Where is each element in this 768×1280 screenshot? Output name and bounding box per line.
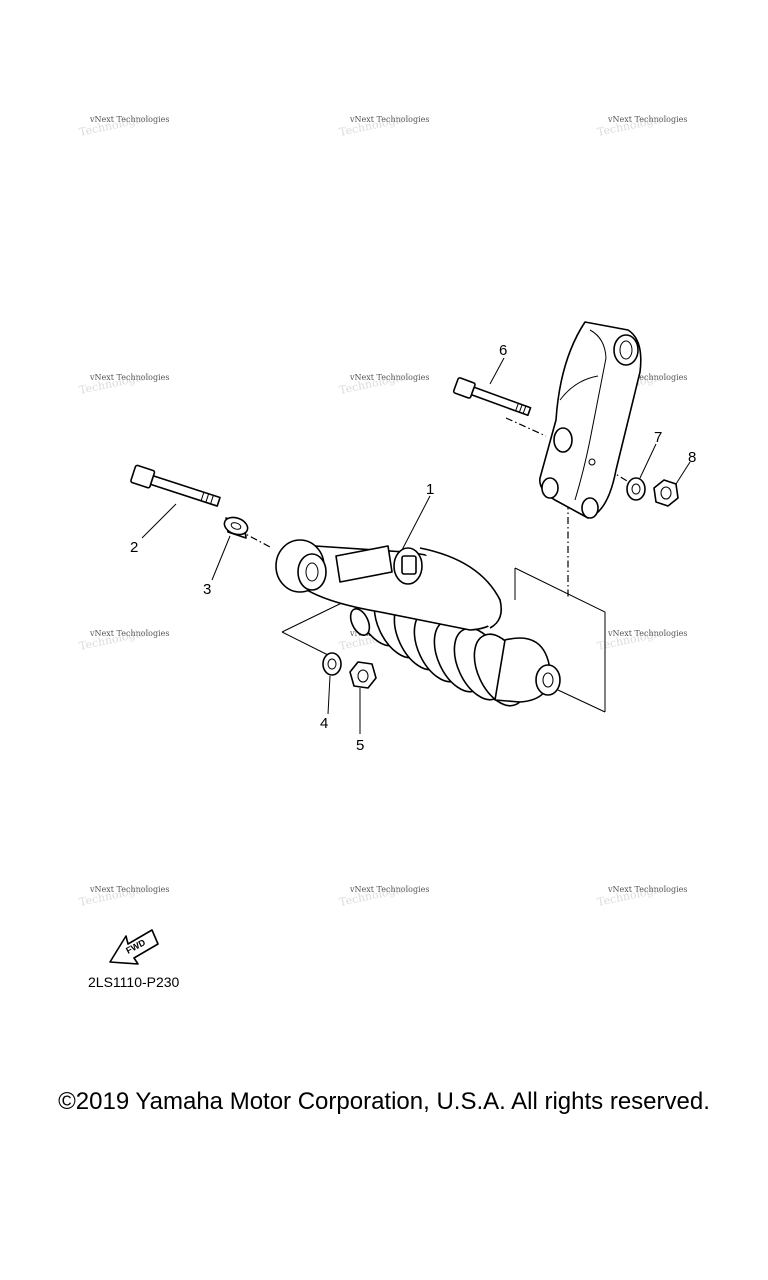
svg-text:vNext Technologies: vNext Technologies (607, 373, 687, 382)
copyright-notice: ©2019 Yamaha Motor Corporation, U.S.A. A… (58, 1088, 710, 1115)
watermark: vNext Technologies Technologies (596, 881, 688, 909)
watermark: vNext Technologies Technologies (338, 881, 430, 909)
watermark: vNext Technologies Technologies (78, 625, 170, 653)
bolt-upper (452, 377, 532, 417)
callout-3: 3 (203, 581, 211, 598)
watermark: vNext Technologies Technologies (338, 111, 430, 139)
forward-arrow-icon: FWD (109, 929, 159, 965)
callout-5: 5 (356, 737, 364, 754)
svg-text:vNext Technologies: vNext Technologies (89, 629, 169, 638)
callout-4: 4 (320, 715, 328, 732)
watermark: vNext Technologies Technologies (78, 369, 170, 397)
watermark: vNext Technologies Technologies (78, 881, 170, 909)
shock-spring (353, 573, 527, 707)
nut-upper (653, 479, 679, 507)
svg-text:vNext Technologies: vNext Technologies (607, 115, 687, 124)
diagram-code: 2LS1110-P230 (88, 974, 180, 990)
svg-text:vNext Technologies: vNext Technologies (349, 885, 429, 894)
svg-text:vNext Technologies: vNext Technologies (607, 885, 687, 894)
watermark: vNext Technologies Technologies (596, 111, 688, 139)
callout-6: 6 (499, 342, 507, 359)
watermark: vNext Technologies Technologies (78, 111, 170, 139)
svg-text:vNext Technologies: vNext Technologies (607, 629, 687, 638)
callout-1: 1 (426, 481, 434, 498)
callout-2: 2 (130, 539, 138, 556)
svg-text:vNext Technologies: vNext Technologies (89, 115, 169, 124)
bolt-lower (130, 464, 221, 507)
callout-8: 8 (688, 449, 696, 466)
callout-labels: 1 2 3 4 5 6 7 8 (130, 342, 696, 754)
svg-text:vNext Technologies: vNext Technologies (349, 115, 429, 124)
svg-text:vNext Technologies: vNext Technologies (349, 373, 429, 382)
svg-text:vNext Technologies: vNext Technologies (89, 885, 169, 894)
collar (223, 516, 249, 539)
callout-7: 7 (654, 429, 662, 446)
washer-upper (626, 477, 646, 501)
watermark: vNext Technologies Technologies (338, 369, 430, 397)
leader-lines (141, 357, 691, 734)
rear-shock-absorber (275, 539, 561, 707)
watermark: vNext Technologies Technologies (596, 625, 688, 653)
washer-lower (322, 652, 342, 676)
relay-arm (538, 321, 642, 519)
nut-lower (349, 661, 377, 689)
svg-text:vNext Technologies: vNext Technologies (89, 373, 169, 382)
